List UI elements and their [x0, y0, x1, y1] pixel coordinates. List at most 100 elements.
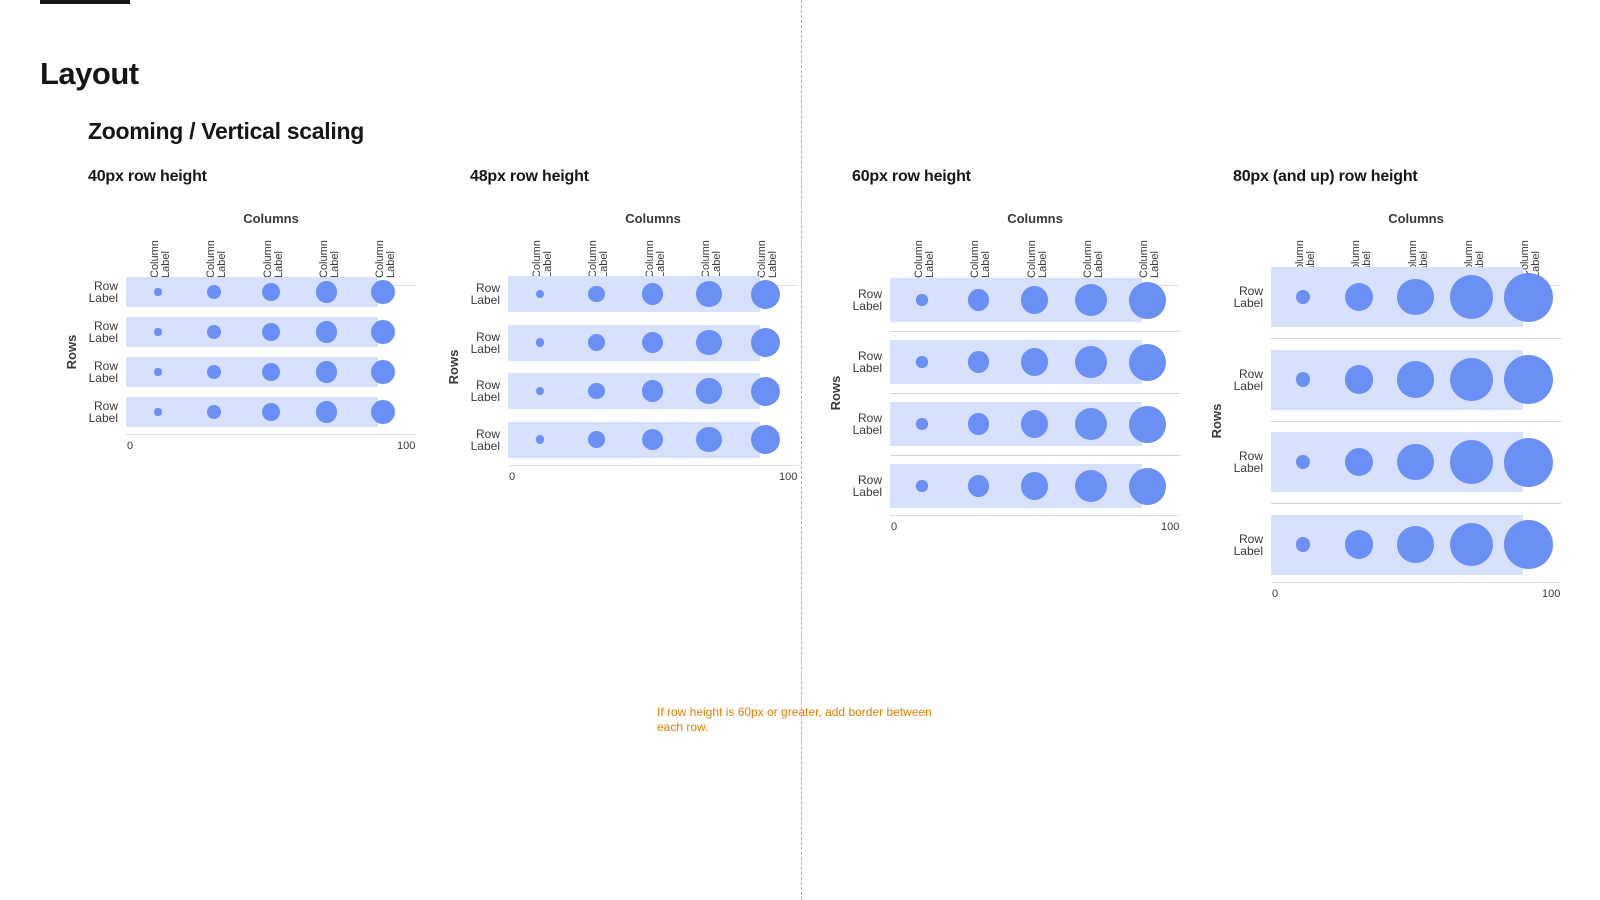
bubble [587, 285, 605, 303]
column-label-text: Column Label [374, 240, 398, 278]
bubble [535, 386, 545, 396]
row-border [1271, 503, 1561, 504]
panel-title: 60px row height [852, 168, 971, 185]
bubble [261, 363, 280, 381]
bubble [967, 289, 989, 311]
row-band [126, 357, 378, 387]
panel-title: 48px row height [470, 168, 589, 185]
bubble [750, 376, 780, 406]
bubble [535, 435, 545, 444]
column-label-text: Column Label [1081, 240, 1105, 278]
bubble [916, 294, 928, 306]
bubble [154, 328, 162, 336]
rows-axis-title: Rows [64, 334, 79, 370]
bubble [316, 361, 338, 383]
bubble [1397, 526, 1434, 563]
row-band [508, 324, 760, 361]
column-label-text: Column Label [1025, 240, 1049, 278]
column-label-text: Column Label [699, 240, 723, 278]
bubble [641, 428, 664, 451]
x-axis-min: 0 [891, 521, 898, 533]
bubble [587, 334, 605, 351]
bubble [1503, 437, 1553, 487]
bubble [1295, 537, 1311, 552]
bubble [750, 425, 780, 454]
guide-line [801, 0, 802, 900]
bubble [1295, 289, 1311, 305]
column-label-text: Column Label [756, 240, 780, 278]
row-band [126, 397, 378, 427]
bubble [261, 403, 280, 421]
column-label-text: Column Label [969, 240, 993, 278]
rows-axis-title: Rows [1209, 403, 1224, 439]
bubble [1450, 522, 1494, 567]
bubble [696, 426, 722, 453]
bubble [641, 331, 664, 354]
x-axis-min: 0 [1272, 587, 1279, 600]
row-border-note: If row height is 60px or greater, add bo… [657, 705, 932, 734]
bubble [750, 328, 780, 357]
bubble [371, 400, 396, 424]
row-border [890, 455, 1180, 456]
columns-axis-title: Columns [625, 211, 681, 226]
bubble [967, 413, 989, 435]
bubble [1450, 440, 1494, 484]
columns-axis-title: Columns [243, 211, 299, 226]
bubble [1345, 447, 1374, 477]
row-border [890, 393, 1180, 394]
bubble [696, 329, 722, 356]
column-label-text: Column Label [149, 240, 172, 278]
x-axis-line [890, 515, 1180, 516]
bubble [1074, 283, 1108, 317]
column-label-text: Column Label [317, 240, 341, 278]
bubble [1397, 278, 1434, 316]
bubble [1074, 345, 1108, 379]
bubble [1345, 530, 1374, 559]
x-axis-min: 0 [127, 440, 134, 452]
bubble [1074, 407, 1108, 441]
row-border [890, 331, 1180, 332]
bubble [750, 279, 780, 309]
bubble [587, 382, 605, 400]
column-label-text: Column Label [643, 240, 667, 278]
bubble [1128, 343, 1166, 381]
page-title: Layout [40, 56, 139, 91]
columns-axis-title: Columns [1007, 211, 1063, 226]
bubble [261, 283, 280, 301]
bubble [696, 378, 722, 404]
bubble [641, 283, 664, 305]
bubble [1295, 454, 1311, 470]
column-label-text: Column Label [1519, 240, 1543, 278]
bubble [916, 356, 928, 368]
panel-title: 80px (and up) row height [1233, 168, 1418, 185]
bubble [207, 285, 222, 299]
panel-title: 40px row height [88, 168, 207, 185]
bubble [1503, 272, 1553, 322]
bubble [1020, 472, 1049, 500]
x-axis-line [126, 434, 416, 435]
x-axis-max: 100 [1542, 587, 1561, 600]
bubble [371, 320, 396, 344]
bubble [207, 405, 222, 419]
bubble [535, 289, 545, 299]
bubble [1397, 361, 1434, 398]
row-band [126, 277, 378, 307]
row-band [508, 421, 760, 458]
bubble [1345, 365, 1374, 394]
rows-axis-title: Rows [446, 349, 461, 385]
bubble [154, 288, 162, 296]
bubble [587, 431, 605, 448]
bubble [1128, 405, 1166, 443]
bubble [371, 360, 396, 384]
x-axis-line [508, 464, 798, 466]
row-band [508, 373, 760, 409]
x-axis-min: 0 [509, 470, 516, 483]
